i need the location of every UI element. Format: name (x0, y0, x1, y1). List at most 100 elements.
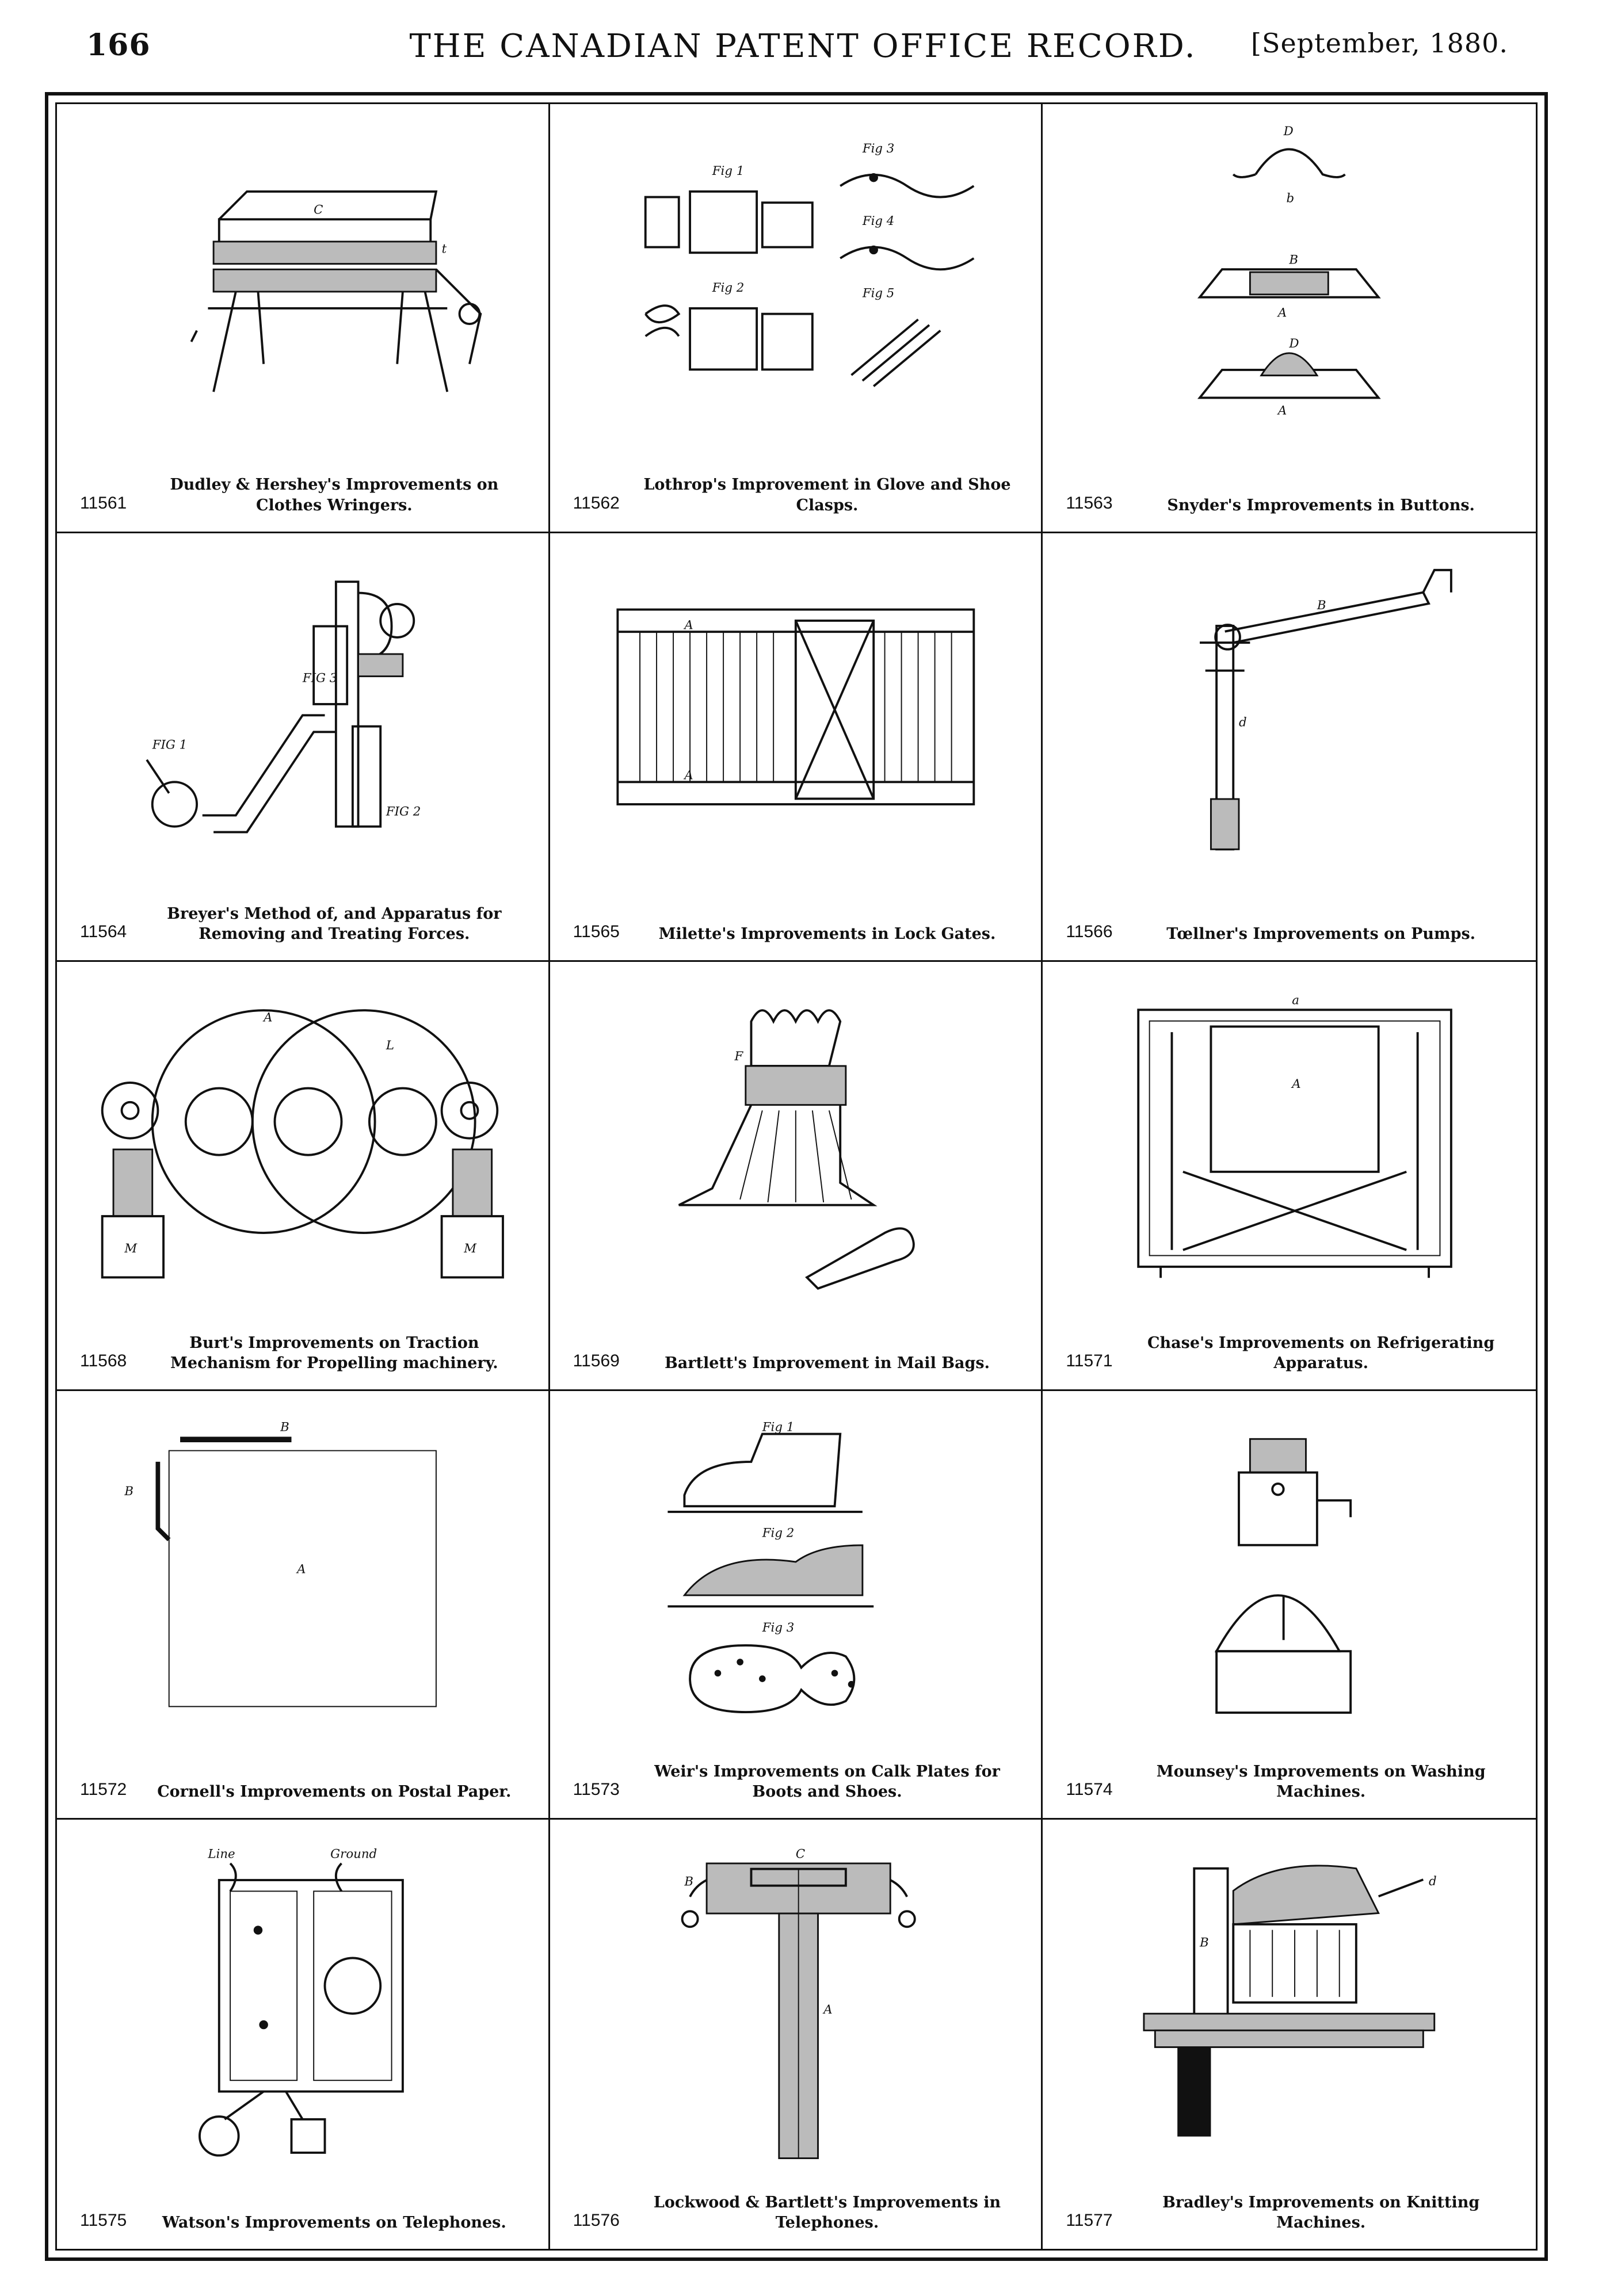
patent-cell-11562: Fig 1 Fig 2 Fig 3 Fig 4 Fig 5 11562 Lothr… (550, 104, 1043, 533)
fig-label: Fig 4 (862, 214, 894, 228)
patent-cell-11573: Fig 1 Fig 2 Fig 3 11573 Weir's Improvemen… (550, 1390, 1043, 1820)
svg-text:L: L (386, 1038, 394, 1053)
patent-cell-11565: A A 11565 Milette's Improvements in Lock G… (550, 533, 1043, 962)
svg-text:b: b (1287, 192, 1295, 206)
svg-text:d: d (1429, 1874, 1437, 1889)
svg-text:D: D (1283, 124, 1294, 139)
patent-number: 11576 (573, 2210, 620, 2230)
svg-text:B: B (280, 1420, 289, 1434)
fig-label: Fig 1 (761, 1420, 794, 1434)
patent-caption: Bartlett's Improvement in Mail Bags. (664, 1354, 990, 1372)
patent-cell-11564: FIG 3 FIG 1 FIG 2 11564 Breyer's Method of,… (57, 533, 550, 962)
patent-cell-11574: 11574 Mounsey's Improvements on Washing M… (1043, 1391, 1536, 1820)
svg-text:C: C (795, 1847, 804, 1862)
washing-machine-drawing-icon (1066, 1408, 1513, 1738)
patent-caption: Breyer's Method of, and Apparatus for Re… (167, 905, 502, 943)
patent-caption: Milette's Improvements in Lock Gates. (658, 925, 996, 943)
svg-text:A: A (1291, 1077, 1301, 1091)
patent-caption: Bradley's Improvements on Knitting Machi… (1162, 2193, 1480, 2232)
wire-label-line: Line (207, 1847, 235, 1862)
page-number: 166 (86, 28, 151, 63)
svg-text:B: B (1199, 1936, 1209, 1950)
patent-caption: Lockwood & Bartlett's Improvements in Te… (653, 2193, 1001, 2232)
svg-text:B: B (684, 1875, 693, 1889)
svg-text:B: B (124, 1484, 133, 1499)
fig-label: Fig 2 (761, 1526, 794, 1540)
patent-number: 11574 (1066, 1780, 1113, 1800)
mail-bag-drawing-icon: F (573, 979, 1018, 1309)
fig-label: Fig 5 (862, 286, 894, 301)
svg-text:d: d (1239, 715, 1247, 729)
calk-plate-boot-drawing-icon: Fig 1 Fig 2 Fig 3 (573, 1408, 1018, 1738)
svg-text:FIG 1: FIG 1 (152, 738, 187, 752)
svg-text:A: A (262, 1011, 272, 1025)
wire-label-ground: Ground (330, 1847, 377, 1862)
svg-text:A: A (683, 768, 693, 782)
svg-text:C: C (314, 203, 323, 217)
glove-clasp-drawing-icon: Fig 1 Fig 2 Fig 3 Fig 4 Fig 5 (573, 121, 1018, 451)
fig-label: Fig 3 (761, 1621, 794, 1635)
svg-text:F: F (734, 1049, 743, 1064)
patent-caption: Dudley & Hershey's Improvements on Cloth… (170, 476, 499, 514)
svg-text:A: A (296, 1562, 306, 1576)
svg-text:FIG 3: FIG 3 (302, 671, 337, 685)
telephone-switchboard-drawing-icon: Line Ground (80, 1837, 525, 2168)
patent-number: 11577 (1066, 2210, 1113, 2230)
svg-text:A: A (1277, 306, 1287, 320)
patent-caption: Lothrop's Improvement in Glove and Shoe … (643, 476, 1011, 514)
patent-number: 11573 (573, 1780, 620, 1800)
patent-number: 11566 (1066, 922, 1113, 942)
patent-number: 11561 (80, 493, 127, 513)
patent-caption: Snyder's Improvements in Buttons. (1167, 496, 1475, 514)
patent-caption: Cornell's Improvements on Postal Paper. (157, 1783, 512, 1801)
patent-caption: Chase's Improvements on Refrigerating Ap… (1147, 1334, 1495, 1372)
patent-caption: Tœllner's Improvements on Pumps. (1166, 925, 1476, 943)
svg-text:A: A (1277, 404, 1287, 418)
patent-number: 11562 (573, 493, 620, 513)
patent-cell-11576: C B A 11576 Lockwood & Bartlett's Improveme… (550, 1820, 1043, 2249)
patent-number: 11571 (1066, 1351, 1113, 1370)
telephone-cross-section-drawing-icon: C B A (573, 1837, 1018, 2168)
patent-caption: Burt's Improvements on Traction Mechanis… (170, 1334, 498, 1372)
svg-text:A: A (822, 2003, 832, 2018)
patent-number: 11563 (1066, 493, 1113, 513)
svg-text:FIG 2: FIG 2 (386, 804, 421, 819)
patent-number: 11572 (80, 1780, 127, 1800)
svg-text:A: A (683, 618, 693, 632)
patent-caption: Weir's Improvements on Calk Plates for B… (654, 1763, 1000, 1801)
svg-text:M: M (463, 1241, 477, 1256)
svg-text:B: B (1317, 598, 1326, 612)
fig-label: Fig 3 (862, 142, 894, 156)
svg-text:t: t (442, 242, 447, 256)
fig-label: Fig 2 (711, 281, 743, 295)
patent-caption: Mounsey's Improvements on Washing Machin… (1156, 1763, 1486, 1801)
removing-apparatus-drawing-icon: FIG 3 FIG 1 FIG 2 (80, 551, 525, 880)
page-date: [September, 1880. (1251, 28, 1508, 59)
fig-label: Fig 1 (711, 164, 743, 178)
svg-text:B: B (1289, 253, 1299, 267)
patent-cell-11572: B B A 11572 Cornell's Improvements on Posta… (57, 1390, 550, 1820)
svg-text:a: a (1292, 994, 1300, 1008)
svg-text:D: D (1289, 337, 1299, 351)
patent-number: 11568 (80, 1351, 127, 1370)
patent-number: 11565 (573, 922, 620, 942)
patent-number: 11564 (80, 922, 127, 942)
patent-number: 11569 (573, 1351, 620, 1370)
patent-number: 11575 (80, 2210, 127, 2230)
page-title: THE CANADIAN PATENT OFFICE RECORD. (409, 28, 1197, 65)
